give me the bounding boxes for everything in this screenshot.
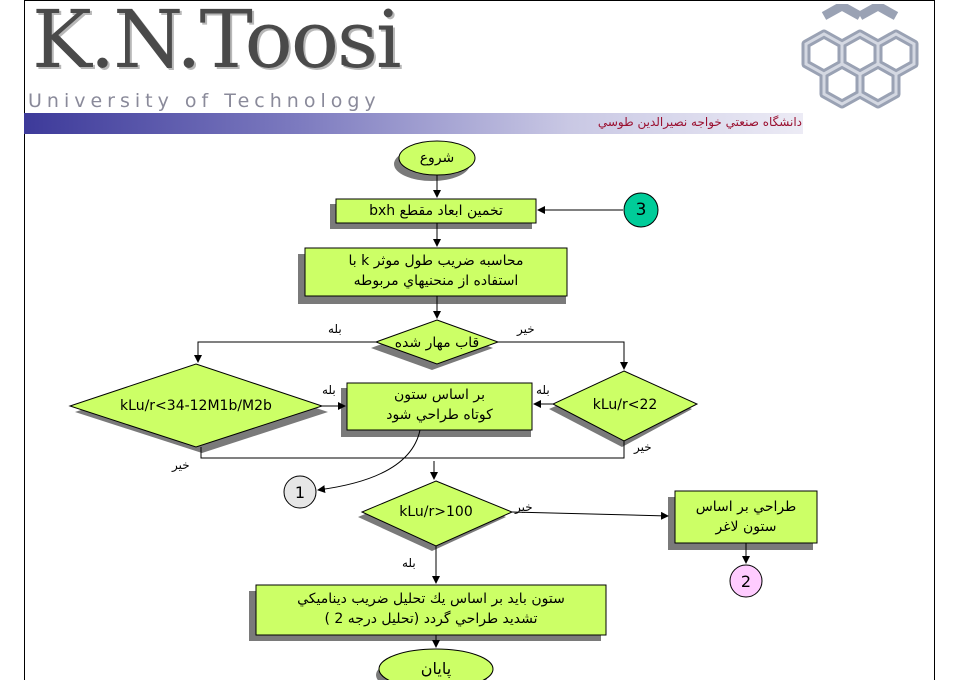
university-persian-name: دانشگاه صنعتي خواجه نصيرالدين طوسي bbox=[597, 115, 802, 129]
connector-1-circle bbox=[283, 475, 317, 509]
short-column-box bbox=[346, 382, 533, 431]
flow-lines bbox=[194, 175, 750, 648]
university-emblem-icon bbox=[801, 4, 919, 109]
connector-2-label: 2 bbox=[740, 572, 752, 591]
braced-frame-label: قاب مهار شده bbox=[394, 335, 480, 351]
unbraced-slenderness-label: kLu/r<22 bbox=[592, 397, 658, 413]
university-logo-text: K.N.Toosi bbox=[32, 0, 402, 86]
yes-label-left-cond: بله bbox=[322, 383, 336, 397]
braced-slenderness-label: kLu/r<34-12M1b/M2b bbox=[120, 398, 272, 414]
yes-label-braced: بله bbox=[328, 322, 342, 336]
yes-label-right-cond: بله bbox=[536, 383, 550, 397]
university-logo-subtext: University of Technology bbox=[28, 90, 381, 112]
no-label-slender: خير bbox=[515, 500, 533, 514]
flow-shapes bbox=[68, 140, 818, 680]
page-frame-top bbox=[24, 0, 935, 1]
slender-limit-label: kLu/r>100 bbox=[399, 504, 473, 520]
connector-2-circle bbox=[729, 564, 763, 598]
connector-3-label: 3 bbox=[635, 200, 647, 220]
compute-k-box bbox=[304, 247, 568, 297]
end-label: پايان bbox=[420, 659, 452, 678]
dynamic-analysis-line1: ستون بايد بر اساس يك تحليل ضريب ديناميكي bbox=[297, 591, 565, 607]
no-label-unbraced: خير bbox=[517, 322, 535, 336]
short-column-line1: بر اساس ستون bbox=[394, 387, 485, 403]
slender-column-line1: طراحي بر اساس bbox=[695, 499, 797, 515]
connector-3-circle bbox=[623, 192, 659, 228]
slender-column-line2: ستون لاغر bbox=[715, 519, 777, 535]
dynamic-analysis-line2: تشديد طراحي گردد (تحليل درجه 2 ) bbox=[324, 611, 538, 627]
dynamic-analysis-box bbox=[255, 584, 607, 636]
end-terminal bbox=[378, 648, 494, 680]
header-gradient-bar bbox=[24, 113, 803, 134]
connector-1-label: 1 bbox=[294, 483, 306, 502]
braced-slenderness-decision bbox=[68, 363, 324, 448]
estimate-section-box bbox=[335, 198, 537, 224]
start-label: شروع bbox=[419, 150, 455, 166]
estimate-label: تخمين ابعاد مقطع bxh bbox=[369, 203, 503, 219]
braced-frame-decision bbox=[374, 319, 500, 365]
no-label-left-cond: خير bbox=[172, 458, 190, 472]
compute-k-line1: محاسبه ضريب طول موثر k با bbox=[348, 253, 524, 269]
compute-k-line2: استفاده از منحنيهاي مربوطه bbox=[353, 273, 519, 289]
yes-label-slender: بله bbox=[402, 556, 416, 570]
slender-column-box bbox=[674, 490, 818, 544]
short-column-line2: كوتاه طراحي شود bbox=[386, 407, 493, 423]
page-frame-left bbox=[24, 0, 25, 680]
page-frame-right bbox=[934, 0, 935, 680]
no-label-right-cond: خير bbox=[634, 440, 652, 454]
